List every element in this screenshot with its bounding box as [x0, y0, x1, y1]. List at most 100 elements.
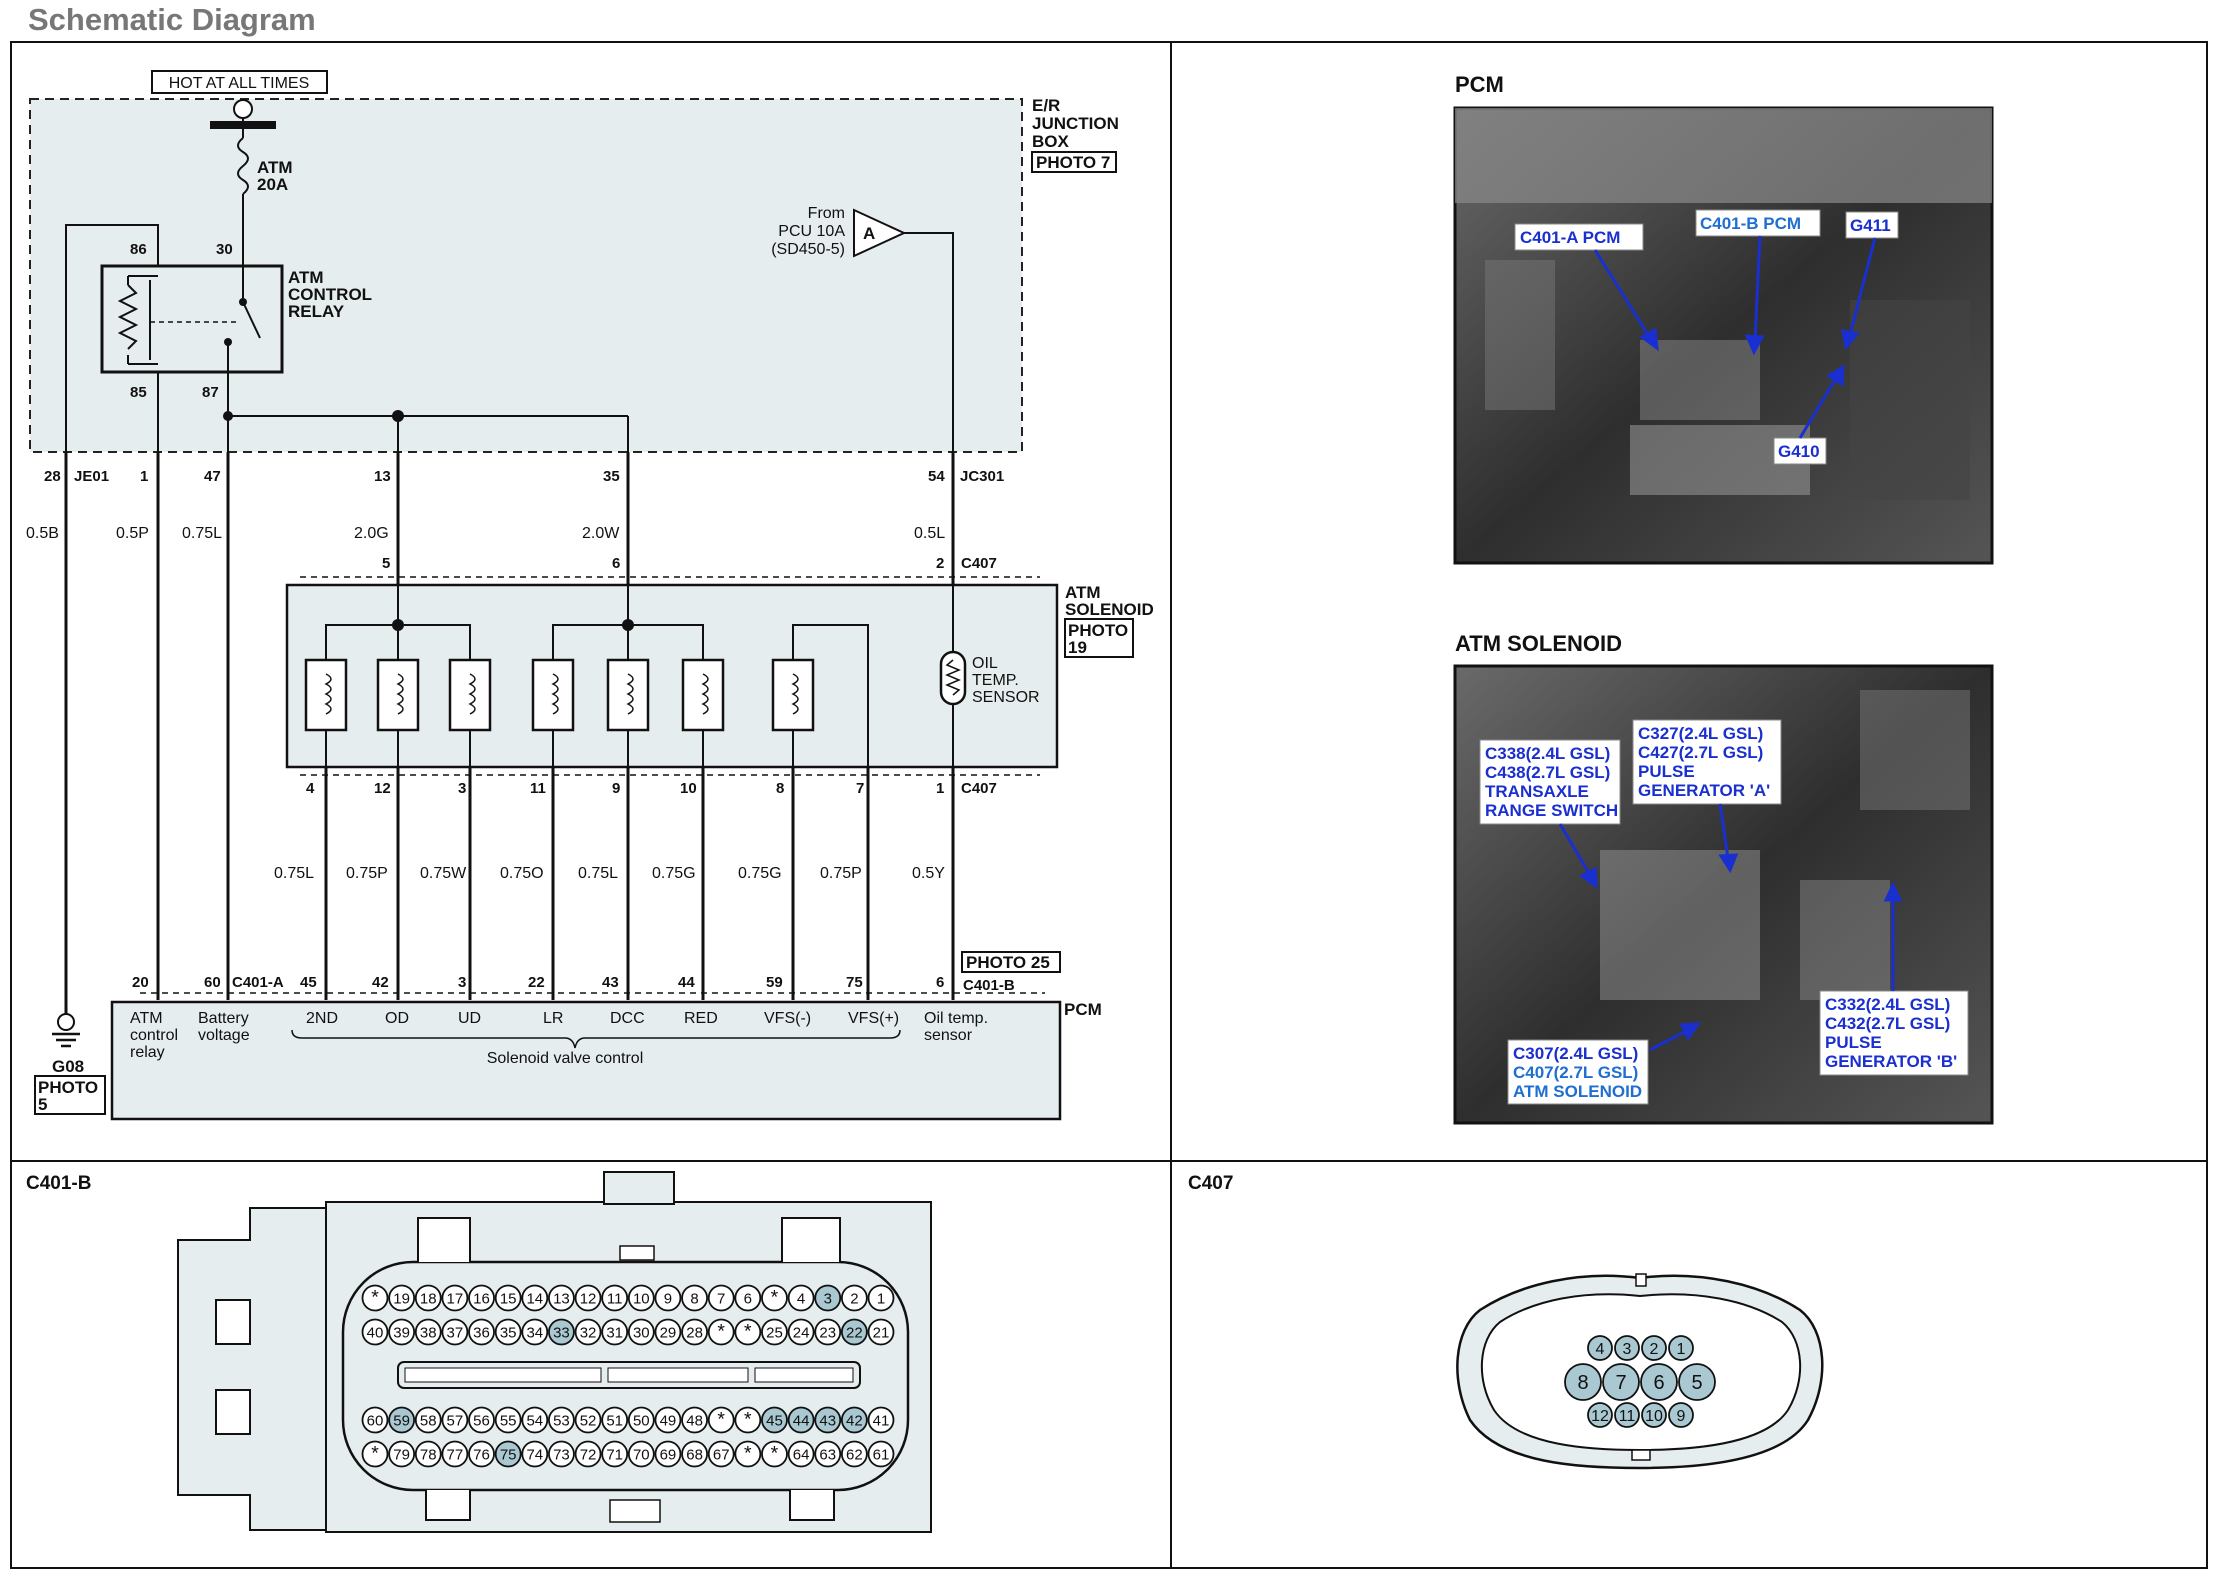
pcm-title: PCM [1064, 1000, 1102, 1019]
c401b-pin-blank-hole [761, 1284, 788, 1312]
pcm-oil-1: Oil temp. [924, 1010, 988, 1027]
c401b-pin-31-hole [601, 1318, 629, 1346]
c401b-pin-50-hole [627, 1406, 655, 1434]
c401b-pin-62-label: 62 [846, 1446, 863, 1463]
wire-low-3: 0.75O [500, 865, 544, 882]
wire-low-0: 0.75L [274, 865, 314, 882]
pcm-pin-59: 59 [766, 974, 783, 991]
c401b-pin-33-hole [548, 1318, 575, 1346]
callout3-l1: C307(2.4L GSL) [1513, 1044, 1638, 1063]
c401b-pin-6-hole [734, 1284, 762, 1312]
c401b-pin-70-hole [627, 1440, 655, 1468]
c401b-pin-30-hole [627, 1318, 655, 1346]
wire-2.0W: 2.0W [582, 525, 620, 542]
je-pin-28: 28 [44, 468, 61, 485]
c401b-pin-blank-hole [761, 1440, 788, 1468]
oil-line3: SENSOR [972, 689, 1040, 706]
c401b-pin-blank-label: * [771, 1286, 779, 1308]
c401b-pin-36-hole [468, 1318, 495, 1346]
c401b-pin-54-hole [521, 1406, 549, 1434]
c401b-pin-blank-label: * [744, 1442, 752, 1464]
pcm-pin-60: 60 [204, 974, 221, 991]
c401b-pin-52-hole [574, 1406, 602, 1434]
wire-0.5L: 0.5L [914, 525, 945, 542]
c401b-pin-23-label: 23 [819, 1324, 836, 1341]
c407-pin-5-hole [1678, 1363, 1716, 1401]
callout2-l2: C427(2.7L GSL) [1638, 743, 1763, 762]
c401b-pin-78-label: 78 [420, 1446, 437, 1463]
c407-pin-8-hole [1564, 1363, 1602, 1401]
c401b-pin-76-label: 76 [473, 1446, 490, 1463]
schematic-panel: HOT AT ALL TIMES ATM 20A E/R JUNCTION BO… [26, 70, 1154, 1121]
from-tag-triangle [853, 208, 907, 258]
c407-pin-7-label: 7 [1615, 1372, 1626, 1394]
jb-line3: BOX [1032, 132, 1070, 151]
pcm-pin-6: 6 [936, 974, 944, 991]
oil-line1: OIL [972, 655, 998, 672]
pcm-term-ud: UD [458, 1010, 481, 1027]
c401b-pin-9-label: 9 [664, 1290, 672, 1307]
c401b-pin-54-label: 54 [526, 1412, 543, 1429]
callout2-l3: PULSE [1638, 762, 1695, 781]
c401b-pin-39-hole [388, 1318, 416, 1346]
wire-0.75L-top: 0.75L [182, 525, 222, 542]
c401b-pin-57-hole [441, 1406, 469, 1434]
c401b-pin-64-hole [787, 1440, 815, 1468]
c401b-pin-22-hole [840, 1318, 868, 1346]
wire-low-7: 0.75P [820, 865, 862, 882]
callout2-l1: C327(2.4L GSL) [1638, 724, 1763, 743]
c401b-pin-17-label: 17 [447, 1290, 464, 1307]
c401b-view-title: C401-B [26, 1173, 91, 1194]
c401b-pin-15-label: 15 [500, 1290, 517, 1307]
je01-label: JE01 [74, 468, 109, 485]
jb-photo-box [1031, 151, 1117, 173]
c401b-pin-79-label: 79 [393, 1446, 410, 1463]
c401b-pin-56-hole [468, 1406, 495, 1434]
callout3-l2: C407(2.7L GSL) [1513, 1063, 1638, 1082]
c401b-pin-blank-hole [734, 1318, 762, 1346]
relay-coil [117, 284, 139, 350]
c407-bottom-10: 10 [680, 780, 697, 797]
c401b-pin-37-hole [441, 1318, 469, 1346]
c407-pin-10-label: 10 [1645, 1408, 1663, 1425]
c401b-pin-13-label: 13 [553, 1290, 570, 1307]
c401b-pin-38-hole [414, 1318, 442, 1346]
c401b-pin-75-label: 75 [500, 1446, 517, 1463]
fuse-name: ATM [257, 158, 293, 177]
c401b-pin-blank-label: * [717, 1320, 725, 1342]
c407-pin-1-label: 1 [1677, 1341, 1686, 1358]
c401b-pin-28-hole [681, 1318, 708, 1346]
c407-pin-11-hole [1614, 1402, 1640, 1428]
callout1-box [1479, 739, 1621, 825]
c401b-pin-28-label: 28 [686, 1324, 703, 1341]
c401b-pin-62-hole [840, 1440, 868, 1468]
c401b-pin-60-hole [361, 1406, 389, 1434]
pcm-pin-22: 22 [528, 974, 545, 991]
c401b-pin-61-label: 61 [873, 1446, 890, 1463]
c401b-pin-1-label: 1 [877, 1290, 885, 1307]
relay-line2: CONTROL [288, 285, 372, 304]
c407-pin-9-label: 9 [1677, 1408, 1686, 1425]
from-line1: From [808, 205, 845, 222]
pcm-pin-75: 75 [846, 974, 863, 991]
ground-node [57, 1013, 75, 1031]
c401b-pin-42-hole [840, 1406, 868, 1434]
c401b-pin-8-label: 8 [690, 1290, 698, 1307]
c407-pin-8-label: 8 [1577, 1372, 1588, 1394]
c407-top-2: 2 [936, 555, 944, 572]
je-pin-1: 1 [140, 468, 148, 485]
c401b-pin-24-hole [787, 1318, 815, 1346]
callout-g411: G411 [1850, 216, 1891, 235]
c401b-pin-blank-label: * [771, 1442, 779, 1464]
c401b-pin-18-hole [414, 1284, 442, 1312]
c401b-pin-17-hole [441, 1284, 469, 1312]
callout-c401b-box [1695, 209, 1821, 237]
c401b-pin-1-hole [867, 1284, 895, 1312]
c401b-pin-55-label: 55 [500, 1412, 517, 1429]
c401b-pin-blank-hole [734, 1406, 762, 1434]
c401b-pin-67-hole [707, 1440, 735, 1468]
solenoid-photo-1: PHOTO [1068, 621, 1128, 640]
c401b-pin-7-label: 7 [717, 1290, 725, 1307]
c401b-pin-57-label: 57 [447, 1412, 464, 1429]
pcm-relay-2: control [130, 1027, 178, 1044]
